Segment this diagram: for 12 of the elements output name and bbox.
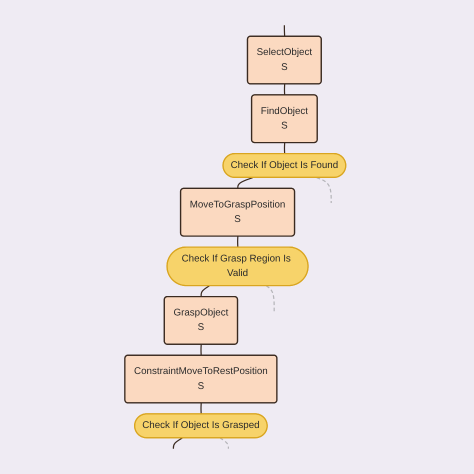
connector bbox=[284, 25, 286, 37]
connector bbox=[200, 344, 202, 356]
connector bbox=[284, 84, 286, 96]
connector bbox=[200, 285, 210, 297]
connector bbox=[236, 236, 238, 248]
connector bbox=[236, 177, 253, 189]
connector bbox=[284, 142, 286, 154]
connector bbox=[219, 438, 229, 449]
connector bbox=[200, 403, 202, 414]
connector bbox=[172, 438, 182, 449]
connector bbox=[266, 285, 275, 312]
connector bbox=[316, 177, 332, 204]
